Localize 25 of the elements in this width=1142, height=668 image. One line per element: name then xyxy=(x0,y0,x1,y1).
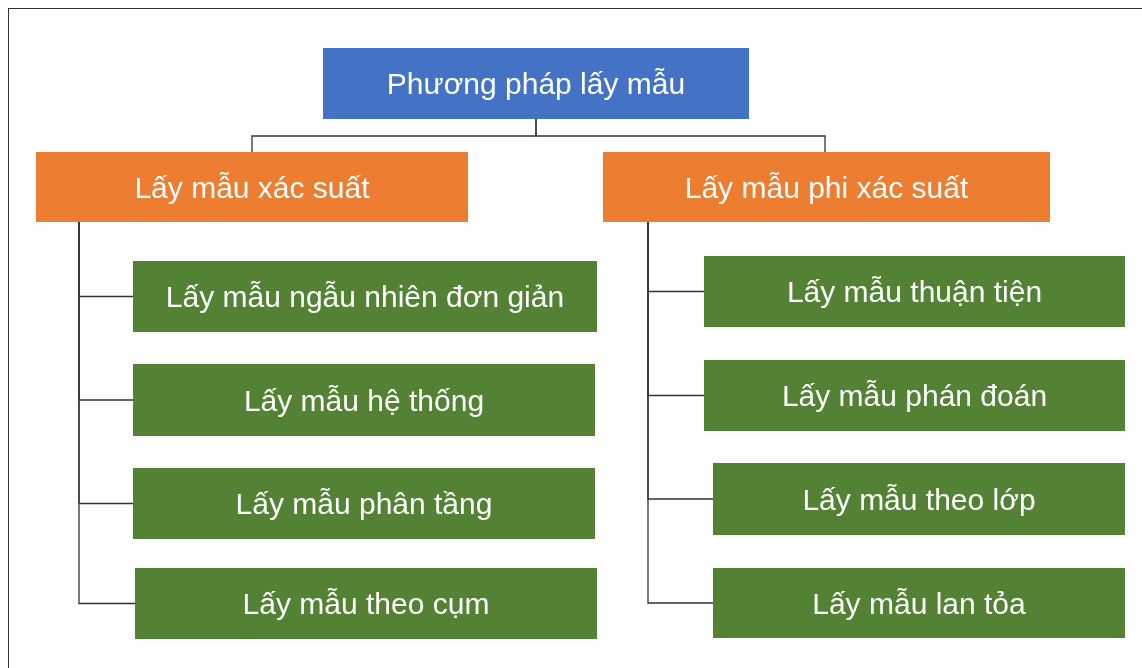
box-label: Phương pháp lấy mẫu xyxy=(386,67,686,100)
connector-line xyxy=(78,221,136,605)
box-label: Lấy mẫu lan tỏa xyxy=(812,586,1026,620)
method-box xyxy=(713,463,1125,535)
method-box xyxy=(704,256,1125,327)
method-box xyxy=(713,568,1125,638)
box-label: Lấy mẫu phi xác suất xyxy=(684,170,969,204)
box-label: Lấy mẫu theo lớp xyxy=(802,482,1036,516)
category-box xyxy=(36,152,468,222)
method-box xyxy=(133,468,595,539)
connector-line xyxy=(647,221,714,604)
box-label: Lấy mẫu phân tầng xyxy=(235,487,493,520)
box-label: Lấy mẫu hệ thống xyxy=(243,383,485,417)
method-box xyxy=(704,360,1125,431)
box-label: Lấy mẫu thuận tiện xyxy=(786,275,1043,308)
category-box xyxy=(603,152,1050,222)
method-box xyxy=(133,364,595,436)
root-box xyxy=(323,48,749,119)
box-label: Lấy mẫu phán đoán xyxy=(781,379,1048,412)
method-box xyxy=(135,568,597,639)
connector-line xyxy=(535,118,826,153)
method-box xyxy=(133,261,597,332)
box-label: Lấy mẫu theo cụm xyxy=(242,587,490,620)
box-label: Lấy mẫu xác suất xyxy=(134,170,370,204)
box-label: Lấy mẫu ngẫu nhiên đơn giản xyxy=(165,280,565,313)
